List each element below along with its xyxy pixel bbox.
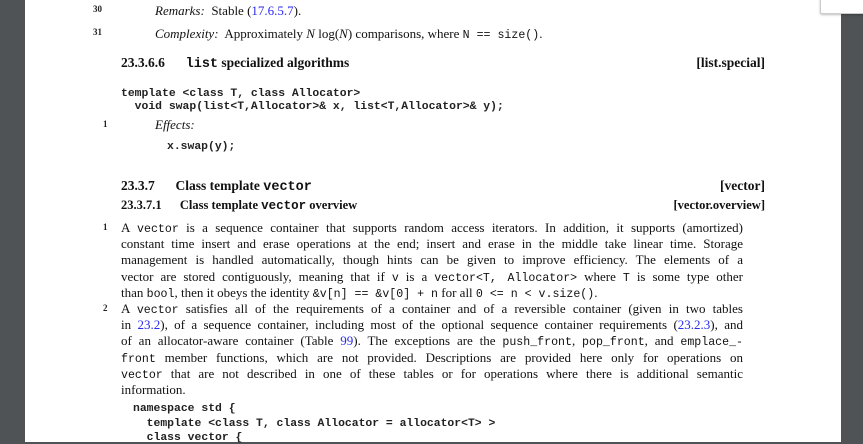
- text-run: ), and: [710, 317, 743, 333]
- section-title: Class template: [179, 198, 262, 212]
- text-run: constant time insert and erase operation…: [121, 236, 743, 252]
- text-run: ). The exceptions are the: [353, 333, 503, 349]
- text-run: member functions, which are not provided…: [155, 349, 743, 365]
- code-run: v: [391, 271, 399, 285]
- code-run: &v[n] == &v[0] + n: [312, 287, 439, 301]
- line-number: 30: [93, 4, 102, 14]
- code-line: void swap(list<T,Allocator>& x, list<T,A…: [121, 101, 504, 113]
- paragraph-number: 2: [103, 303, 108, 313]
- text-run: .: [594, 284, 598, 300]
- section-title-mono: vector: [263, 180, 312, 195]
- text-run: management is handled automatically, tho…: [121, 252, 743, 268]
- text-run: that are not described in one of these t…: [162, 365, 743, 381]
- section-ref: [list.special]: [696, 55, 765, 70]
- line-number: 1: [103, 119, 108, 129]
- item-label: Complexity:: [155, 26, 219, 41]
- section-heading-vector-overview: 23.3.7.1 Class template vector overview: [121, 198, 357, 213]
- code-run: front: [121, 352, 156, 366]
- section-heading-vector: 23.3.7 Class template vector: [121, 178, 312, 195]
- cross-reference-link[interactable]: 99: [340, 333, 354, 349]
- text-run: ).: [293, 3, 302, 18]
- item-label: Remarks:: [155, 3, 205, 18]
- text-run: satisfies all of the requirements of a c…: [178, 301, 743, 316]
- paragraph-number: 1: [103, 222, 108, 232]
- text-run: for all: [438, 284, 476, 300]
- text-run: vector are stored contiguously, meaning …: [121, 268, 392, 284]
- code-run: push_front: [502, 336, 572, 350]
- text-run: where: [577, 268, 623, 284]
- paragraph-line: vector are stored contiguously, meaning …: [121, 269, 743, 285]
- text-run: is a sequence container that supports ra…: [178, 220, 743, 235]
- code-run: 0 <= n < v.size(): [475, 287, 595, 301]
- text-run: A: [121, 220, 138, 235]
- code-run: vector<T, Allocator>: [434, 271, 578, 285]
- code-run: pop_front: [582, 336, 645, 350]
- text-run: , then it obeys the identity: [174, 284, 313, 300]
- cross-reference-link[interactable]: 23.2: [137, 317, 161, 333]
- code-run: N == size(): [462, 29, 540, 42]
- viewer-popup-box[interactable]: [820, 0, 863, 14]
- text-run: of an allocator-aware container (Table: [121, 333, 341, 349]
- math-variable: N: [306, 26, 315, 41]
- text-run: Stable (: [208, 3, 252, 18]
- text-run: is a: [398, 268, 435, 284]
- code-run: emplace_-: [680, 336, 743, 350]
- section-number: 23.3.7: [121, 178, 155, 193]
- text-run: is some type other: [629, 268, 743, 284]
- section-title-end: overview: [306, 198, 358, 212]
- paragraph-line: in 23.2), of a sequence container, inclu…: [121, 317, 743, 333]
- code-run: vector: [137, 223, 179, 236]
- paragraph-line: information.: [121, 382, 743, 398]
- section-number: 23.3.6.6: [121, 55, 165, 70]
- section-title: Class template: [175, 178, 264, 193]
- text-run: Approximately: [221, 26, 307, 41]
- text-run: in: [121, 317, 138, 333]
- paragraph-line: constant time insert and erase operation…: [121, 236, 743, 252]
- code-line: class vector {: [133, 432, 243, 444]
- text-run: ), of a sequence container, including mo…: [160, 317, 678, 333]
- text-run: , and: [644, 333, 681, 349]
- math-variable: N: [339, 26, 348, 41]
- paragraph-line: vector that are not described in one of …: [121, 366, 743, 382]
- code-line: namespace std {: [133, 403, 236, 415]
- paragraph-line: A vector satisfies all of the requiremen…: [121, 301, 743, 317]
- cross-reference-link[interactable]: 17.6.5.7: [251, 3, 294, 18]
- section-title: specialized algorithms: [218, 55, 350, 70]
- code-line: template <class T, class Allocator = all…: [133, 418, 496, 430]
- section-title-mono: list: [185, 57, 219, 72]
- paragraph-line: than bool, then it obeys the identity &v…: [121, 285, 743, 301]
- code-run: T: [622, 271, 630, 285]
- code-line: template <class T, class Allocator>: [121, 88, 361, 100]
- code-run: vector: [121, 368, 163, 382]
- paragraph-line: management is handled automatically, tho…: [121, 252, 743, 268]
- text-run: than: [121, 284, 147, 300]
- complexity-item: Complexity: Approximately N log(N) compa…: [155, 26, 542, 42]
- text-run: log(: [314, 26, 340, 41]
- section-number: 23.3.7.1: [121, 198, 162, 212]
- effects-label: Effects:: [155, 117, 195, 132]
- paragraph-line: A vector is a sequence container that su…: [121, 220, 743, 236]
- remarks-item: Remarks: Stable (17.6.5.7).: [155, 3, 301, 19]
- line-number: 31: [93, 27, 102, 37]
- section-ref: [vector]: [720, 178, 765, 193]
- paragraph-line: of an allocator-aware container (Table 9…: [121, 333, 743, 349]
- section-ref: [vector.overview]: [673, 198, 765, 212]
- paragraph-line: front member functions, which are not pr…: [121, 350, 743, 366]
- text-run: .: [539, 26, 543, 41]
- text-run: ) comparisons, where: [347, 26, 463, 41]
- pdf-page: [25, 0, 841, 442]
- code-run: vector: [136, 304, 179, 317]
- text-run: information.: [121, 382, 186, 397]
- section-heading-list-special: 23.3.6.6 list specialized algorithms: [121, 55, 349, 72]
- right-viewer-gutter: [841, 12, 863, 442]
- text-run: ,: [571, 333, 583, 349]
- code-run: bool: [146, 287, 175, 301]
- left-viewer-gutter: [0, 0, 25, 442]
- cross-reference-link[interactable]: 23.2.3: [677, 317, 711, 333]
- section-title-mono: vector: [261, 199, 307, 213]
- code-line: x.swap(y);: [167, 141, 236, 153]
- text-run: A: [121, 301, 137, 316]
